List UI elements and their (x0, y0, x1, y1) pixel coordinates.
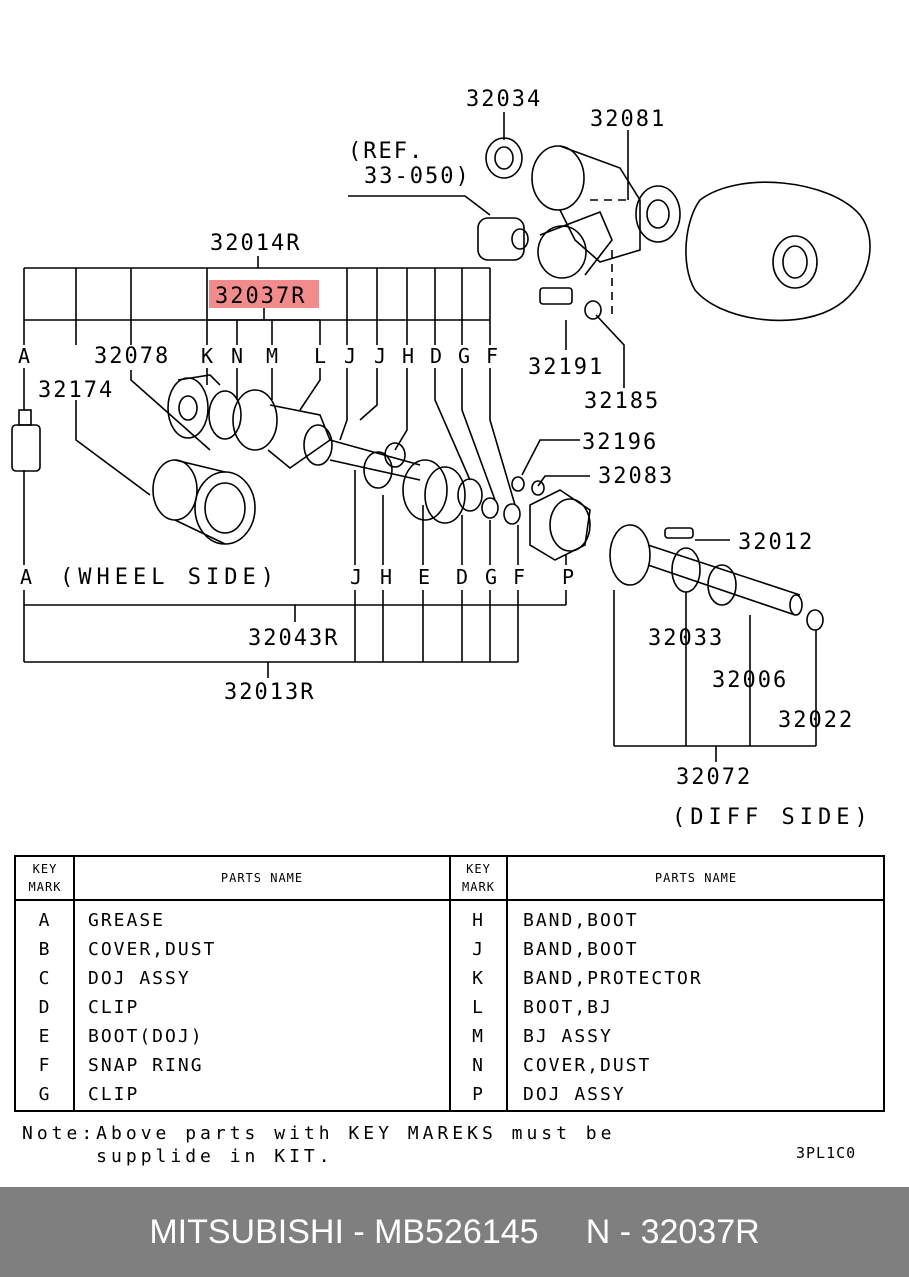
bottom-mark-h: H (380, 565, 392, 589)
header-parts-name-left: PARTS NAME (74, 857, 450, 901)
bottom-mark-d: D (456, 565, 468, 589)
footer-text: MITSUBISHI - MB526145 N - 32037R (149, 1212, 760, 1251)
row-mark: F (38, 1055, 52, 1076)
row-mark: A (38, 910, 52, 931)
top-mark-j: J (374, 344, 386, 368)
bottom-mark-g: G (485, 565, 497, 589)
row-part-name: GREASE (88, 910, 166, 931)
label-32022: 32022 (778, 708, 854, 733)
row-mark: B (38, 939, 52, 960)
top-mark-h: H (402, 344, 414, 368)
label-32014R: 32014R (210, 231, 301, 256)
bottom-mark-a: A (20, 565, 32, 589)
row-part-name: BOOT(DOJ) (88, 1026, 204, 1047)
row-part-name: BJ ASSY (523, 1026, 613, 1047)
label-32034: 32034 (466, 87, 542, 112)
row-mark: K (472, 968, 485, 989)
bottom-mark-p: P (562, 565, 574, 589)
row-mark: L (472, 997, 485, 1018)
top-mark-d: D (430, 344, 442, 368)
label-ref-2: 33-050) (364, 164, 471, 189)
top-mark-k: K (201, 344, 213, 368)
label-32072: 32072 (676, 765, 752, 790)
label-ref-1: (REF. (348, 139, 424, 164)
top-mark-a: A (18, 344, 30, 368)
label-32174: 32174 (38, 378, 114, 403)
row-mark: H (472, 910, 485, 931)
label-32196: 32196 (582, 430, 658, 455)
row-part-name: BAND,BOOT (523, 939, 639, 960)
row-mark: E (38, 1026, 52, 1047)
label-32081: 32081 (590, 107, 666, 132)
label-32191: 32191 (528, 355, 604, 380)
label-32043R: 32043R (248, 626, 339, 651)
top-mark-f: F (486, 344, 498, 368)
bottom-mark-f: F (513, 565, 525, 589)
row-part-name: COVER,DUST (523, 1055, 652, 1076)
row-mark: C (38, 968, 52, 989)
bottom-mark-j: J (350, 565, 362, 589)
top-mark-g: G (458, 344, 470, 368)
top-mark-j: J (344, 344, 356, 368)
row-mark: N (472, 1055, 485, 1076)
row-part-name: COVER,DUST (88, 939, 217, 960)
label-wheel-side: (WHEEL SIDE) (60, 565, 279, 590)
label-32185: 32185 (584, 389, 660, 414)
diagram-code: 3PL1C0 (796, 1144, 857, 1162)
kit-note: Note:Above parts with KEY MAREKS must be… (22, 1122, 615, 1168)
part-number-footer: MITSUBISHI - MB526145 N - 32037R (0, 1187, 909, 1277)
label-32083: 32083 (598, 464, 674, 489)
exploded-parts-diagram: 32034 32081 (REF. 33-050) 32014R 32037R … (11, 87, 873, 830)
row-part-name: CLIP (88, 997, 140, 1018)
label-32037R: 32037R (215, 284, 306, 309)
label-diff-side: (DIFF SIDE) (672, 805, 873, 830)
top-mark-n: N (231, 344, 243, 368)
row-mark: G (38, 1084, 52, 1105)
note-line-1: Note:Above parts with KEY MAREKS must be (22, 1123, 616, 1144)
row-part-name: BOOT,BJ (523, 997, 613, 1018)
row-mark: M (472, 1026, 485, 1047)
row-part-name: DOJ ASSY (523, 1084, 626, 1105)
row-part-name: DOJ ASSY (88, 968, 191, 989)
label-32078: 32078 (94, 344, 170, 369)
top-mark-m: M (266, 344, 278, 368)
label-32012: 32012 (738, 530, 814, 555)
top-mark-l: L (314, 344, 326, 368)
row-part-name: BAND,PROTECTOR (523, 968, 703, 989)
highlight-32037R (209, 280, 319, 308)
row-mark: D (38, 997, 52, 1018)
note-line-2: supplide in KIT. (22, 1146, 334, 1167)
label-32033: 32033 (648, 626, 724, 651)
label-32006: 32006 (712, 668, 788, 693)
grease-tube-drawing (11, 409, 41, 472)
row-part-name: CLIP (88, 1084, 140, 1105)
bottom-mark-e: E (418, 565, 430, 589)
header-parts-name-right: PARTS NAME (507, 857, 885, 901)
row-mark: P (472, 1084, 485, 1105)
row-part-name: BAND,BOOT (523, 910, 639, 931)
row-mark: J (472, 939, 485, 960)
row-part-name: SNAP RING (88, 1055, 204, 1076)
label-32013R: 32013R (224, 680, 315, 705)
